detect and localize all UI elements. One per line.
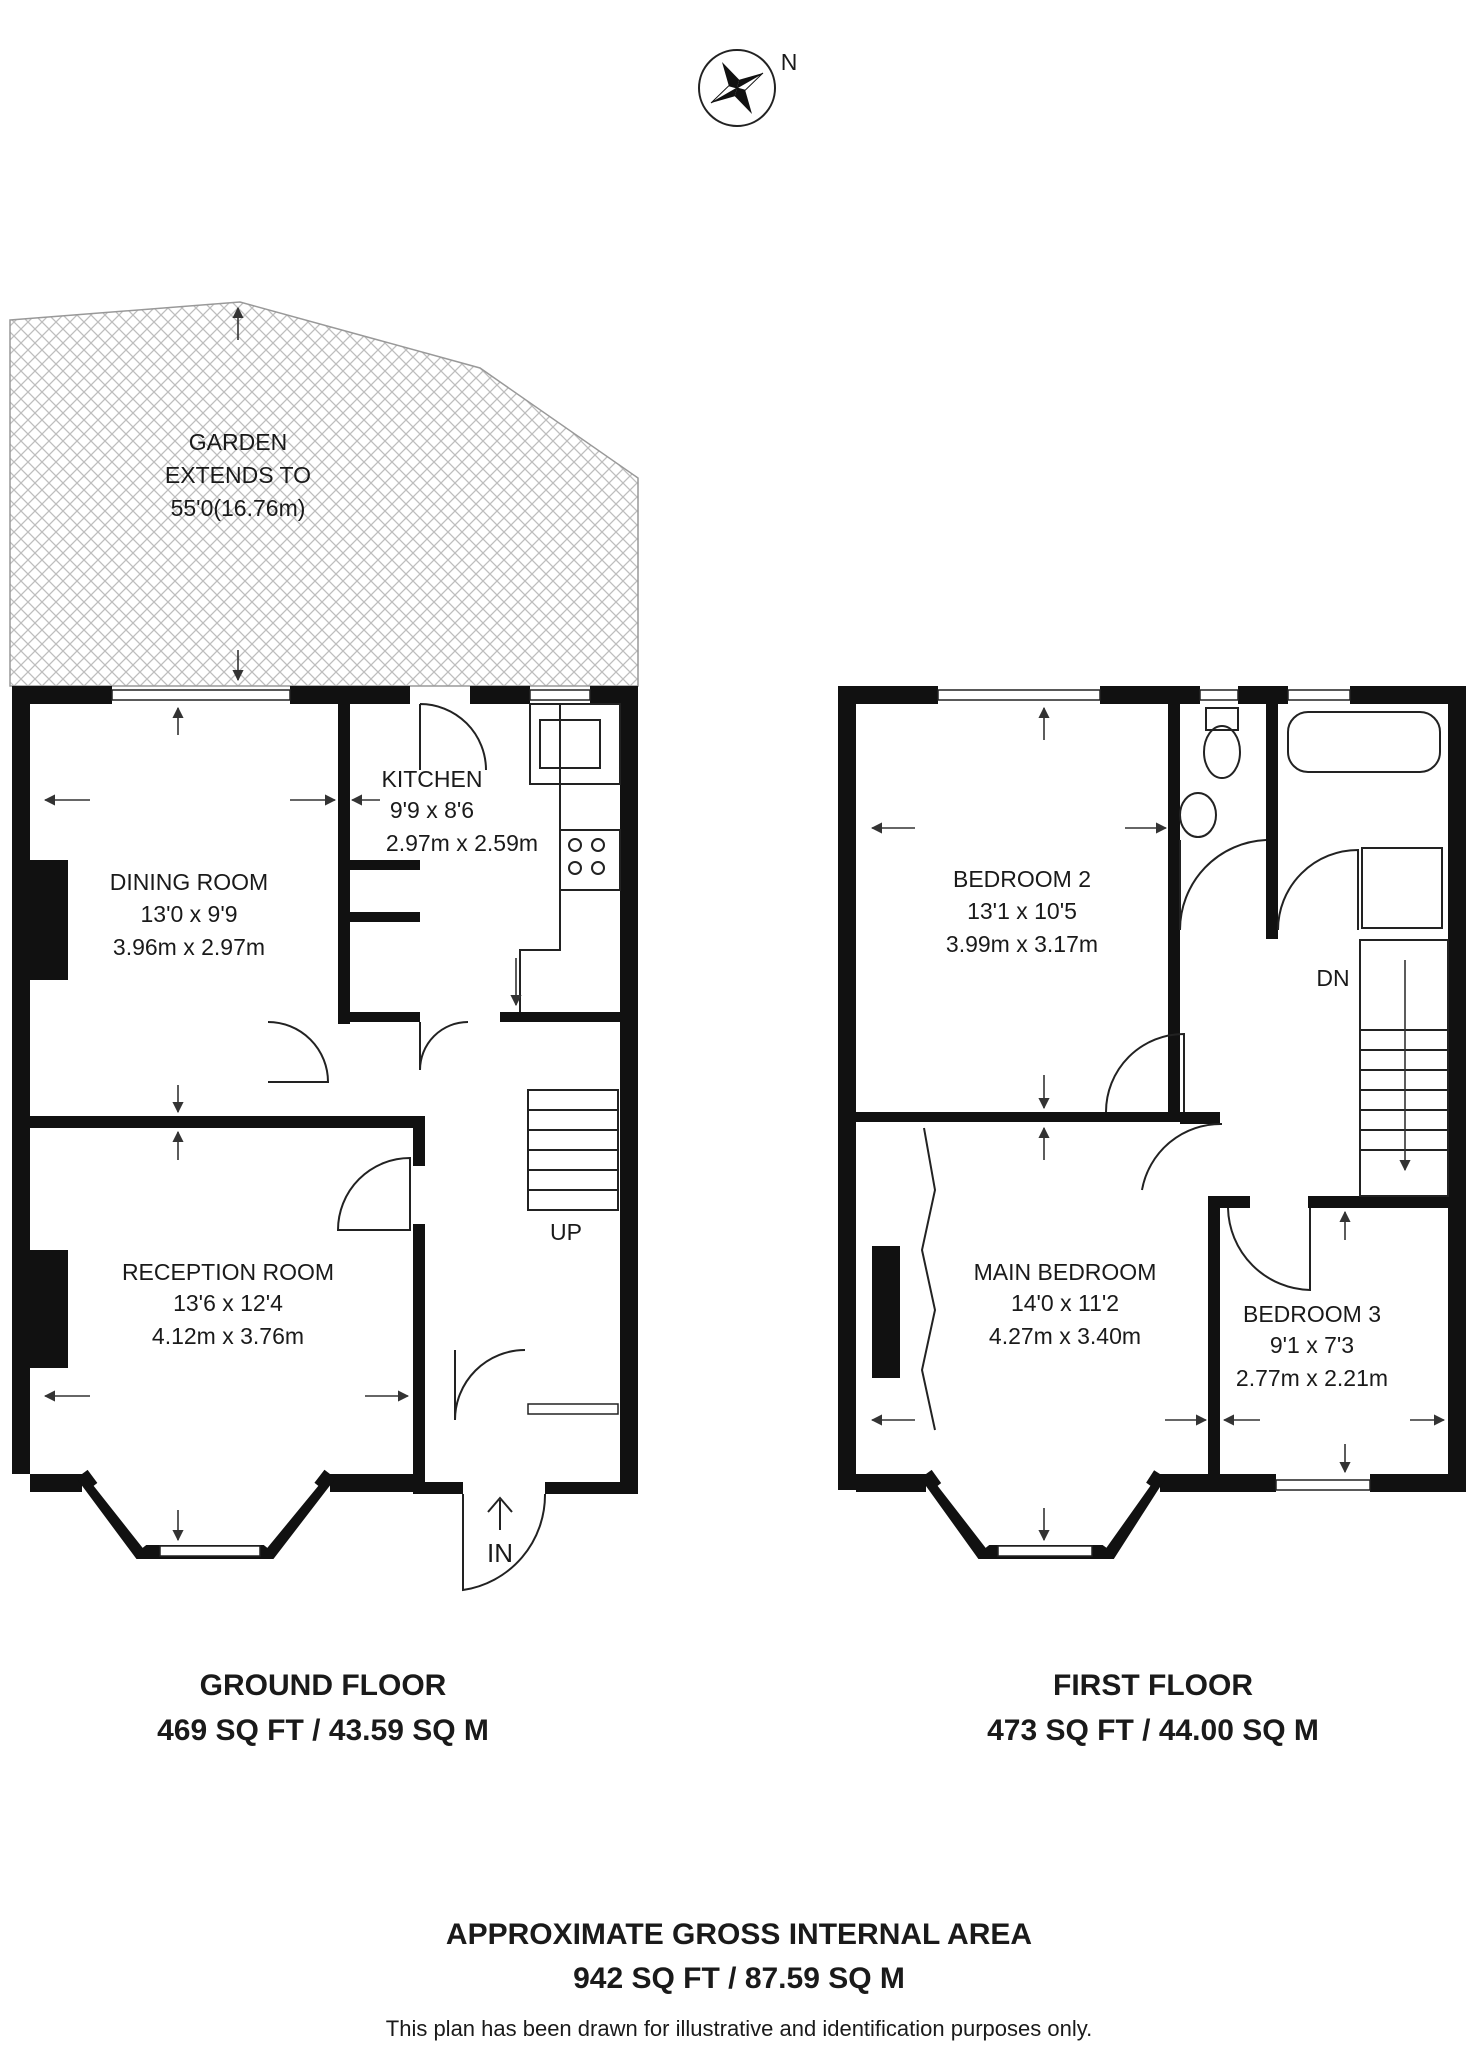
first-floor-area: 473 SQ FT / 44.00 SQ M: [987, 1714, 1319, 1747]
main-bedroom-name: MAIN BEDROOM: [974, 1259, 1157, 1285]
kitchen-metric: 2.97m x 2.59m: [386, 830, 538, 856]
bedroom-2-metric: 3.99m x 3.17m: [946, 931, 1098, 957]
entrance-arrow-icon: [487, 1496, 513, 1530]
bedroom-3-imperial: 9'1 x 7'3: [1270, 1332, 1354, 1358]
kitchen-name: KITCHEN: [382, 766, 483, 792]
reception-room-name: RECEPTION ROOM: [122, 1259, 334, 1285]
garden-label-line2: EXTENDS TO: [165, 462, 311, 488]
reception-room-imperial: 13'6 x 12'4: [173, 1290, 283, 1316]
first-floor-title: FIRST FLOOR: [1053, 1669, 1253, 1702]
bedroom-2-name: BEDROOM 2: [953, 866, 1091, 892]
ground-floor-stairs: [527, 1089, 619, 1211]
dining-room-name: DINING ROOM: [110, 869, 268, 895]
ground-floor-title: GROUND FLOOR: [200, 1669, 447, 1702]
garden-label-line3: 55'0(16.76m): [171, 495, 306, 521]
entrance-label: IN: [487, 1538, 513, 1568]
main-bedroom-metric: 4.27m x 3.40m: [989, 1323, 1141, 1349]
garden-label-line1: GARDEN: [189, 429, 287, 455]
compass-north-label: N: [781, 49, 798, 75]
bedroom-2-imperial: 13'1 x 10'5: [967, 898, 1077, 924]
reception-room-metric: 4.12m x 3.76m: [152, 1323, 304, 1349]
compass-rose-icon: [698, 49, 776, 127]
first-stairs-label: DN: [1316, 965, 1349, 991]
bedroom-3-metric: 2.77m x 2.21m: [1236, 1365, 1388, 1391]
gross-area-value: 942 SQ FT / 87.59 SQ M: [573, 1962, 905, 1995]
dining-room-imperial: 13'0 x 9'9: [140, 901, 237, 927]
ground-floor-plan: KITCHEN 9'9 x 8'6 2.97m x 2.59m DINING R…: [9, 301, 639, 1592]
kitchen-imperial: 9'9 x 8'6: [390, 797, 474, 823]
first-floor-stairs: [1359, 939, 1449, 1197]
ground-floor-area: 469 SQ FT / 43.59 SQ M: [157, 1714, 489, 1747]
dining-room-metric: 3.96m x 2.97m: [113, 934, 265, 960]
first-floor-plan: BEDROOM 2 13'1 x 10'5 3.99m x 3.17m MAIN…: [838, 686, 1466, 1559]
ground-stairs-label: UP: [550, 1219, 582, 1245]
main-bedroom-imperial: 14'0 x 11'2: [1011, 1290, 1119, 1316]
disclaimer-text: This plan has been drawn for illustrativ…: [386, 2016, 1092, 2041]
bedroom-3-name: BEDROOM 3: [1243, 1301, 1381, 1327]
garden-area: [9, 301, 639, 687]
gross-area-title: APPROXIMATE GROSS INTERNAL AREA: [446, 1918, 1032, 1951]
